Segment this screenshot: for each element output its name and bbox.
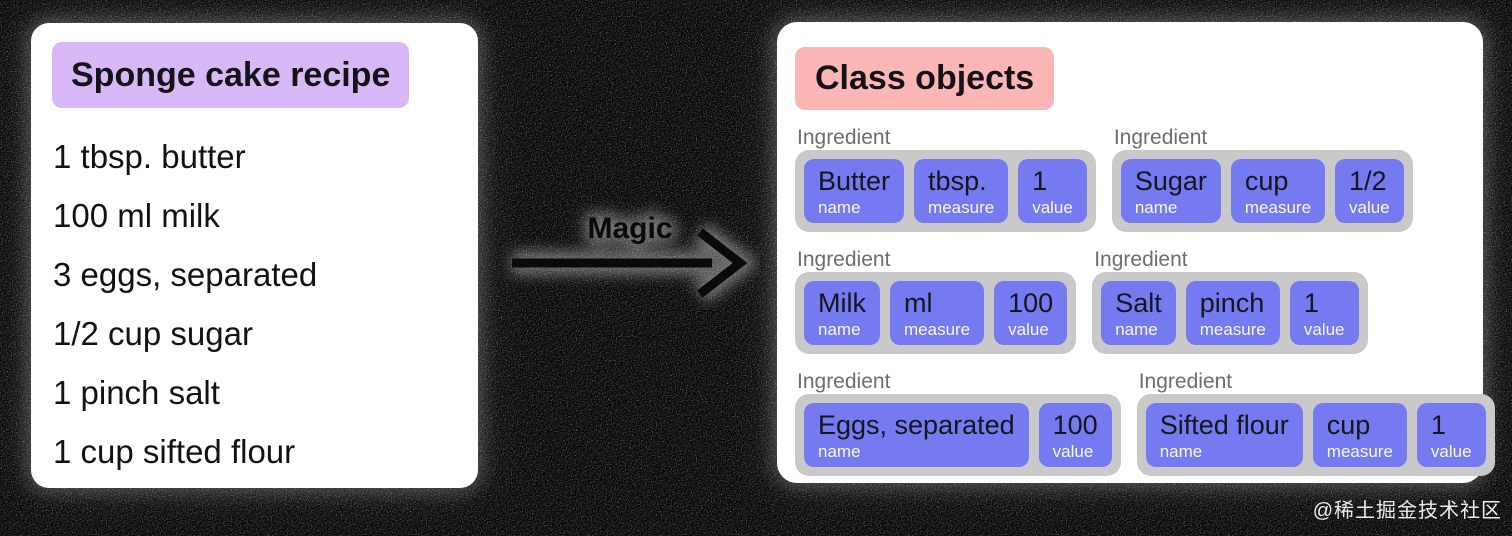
- field-name: name: [818, 197, 861, 217]
- field-name: measure: [1199, 319, 1266, 339]
- field-value: 1: [1303, 287, 1319, 318]
- field-value: 1: [1032, 165, 1048, 196]
- field-name: measure: [1244, 197, 1312, 217]
- recipe-line: 1 tbsp. butter: [53, 138, 246, 175]
- ingredient-object-label: Ingredient: [797, 370, 891, 393]
- arrow-label: Magic: [587, 212, 672, 245]
- recipe-line: 3 eggs, separated: [53, 256, 318, 293]
- field-value: Butter: [818, 165, 891, 196]
- field-name: measure: [904, 319, 971, 339]
- recipe-line: 1/2 cup sugar: [53, 315, 253, 352]
- field-value: 100: [1008, 287, 1054, 318]
- recipe-card: Sponge cake recipe 1 tbsp. butter 100 ml …: [31, 23, 478, 488]
- field-name: name: [818, 319, 861, 339]
- ingredient-object-label: Ingredient: [1138, 370, 1233, 393]
- field-value: 1: [1430, 409, 1446, 440]
- field-name: name: [1159, 441, 1203, 461]
- field-name: measure: [1326, 441, 1393, 461]
- field-name: value: [1008, 319, 1049, 339]
- field-value: pinch: [1199, 287, 1265, 318]
- ingredient-object-label: Ingredient: [797, 126, 891, 149]
- ingredient-object-label: Ingredient: [1094, 248, 1188, 271]
- class-objects-title: Class objects: [795, 47, 1055, 110]
- field-name: value: [1052, 441, 1094, 461]
- recipe-line: 100 ml milk: [53, 197, 220, 234]
- field-name: value: [1430, 441, 1472, 461]
- watermark: @稀土掘金技术社区: [1312, 500, 1502, 522]
- field-name: name: [1115, 319, 1158, 339]
- ingredient-object-label: Ingredient: [797, 248, 891, 271]
- field-value: ml: [904, 287, 933, 318]
- field-name: name: [1134, 197, 1178, 217]
- field-chip: tbsp.measure: [914, 159, 1009, 223]
- recipe-title: Sponge cake recipe: [52, 42, 410, 108]
- field-name: value: [1303, 319, 1345, 339]
- field-value: Eggs, separated: [818, 409, 1015, 440]
- field-value: Salt: [1115, 287, 1162, 318]
- field-value: Sifted flour: [1159, 409, 1289, 440]
- field-value: 1/2: [1349, 165, 1387, 196]
- magic-arrow: Magic Magic: [500, 190, 760, 315]
- field-value: cup: [1244, 165, 1289, 196]
- ingredient-object-label: Ingredient: [1113, 126, 1208, 149]
- recipe-line: 1 pinch salt: [53, 374, 220, 411]
- field-value: 100: [1052, 409, 1098, 440]
- field-value: Sugar: [1134, 165, 1207, 196]
- field-name: value: [1349, 197, 1390, 217]
- recipe-list: 1 tbsp. butter 100 ml milk 3 eggs, separat…: [53, 127, 317, 481]
- recipe-line: 1 cup sifted flour: [53, 433, 296, 470]
- field-name: measure: [928, 197, 995, 217]
- field-value: cup: [1326, 409, 1371, 440]
- field-name: value: [1032, 197, 1073, 217]
- field-value: tbsp.: [928, 165, 987, 196]
- field-value: Milk: [818, 287, 866, 318]
- field-name: name: [818, 441, 861, 461]
